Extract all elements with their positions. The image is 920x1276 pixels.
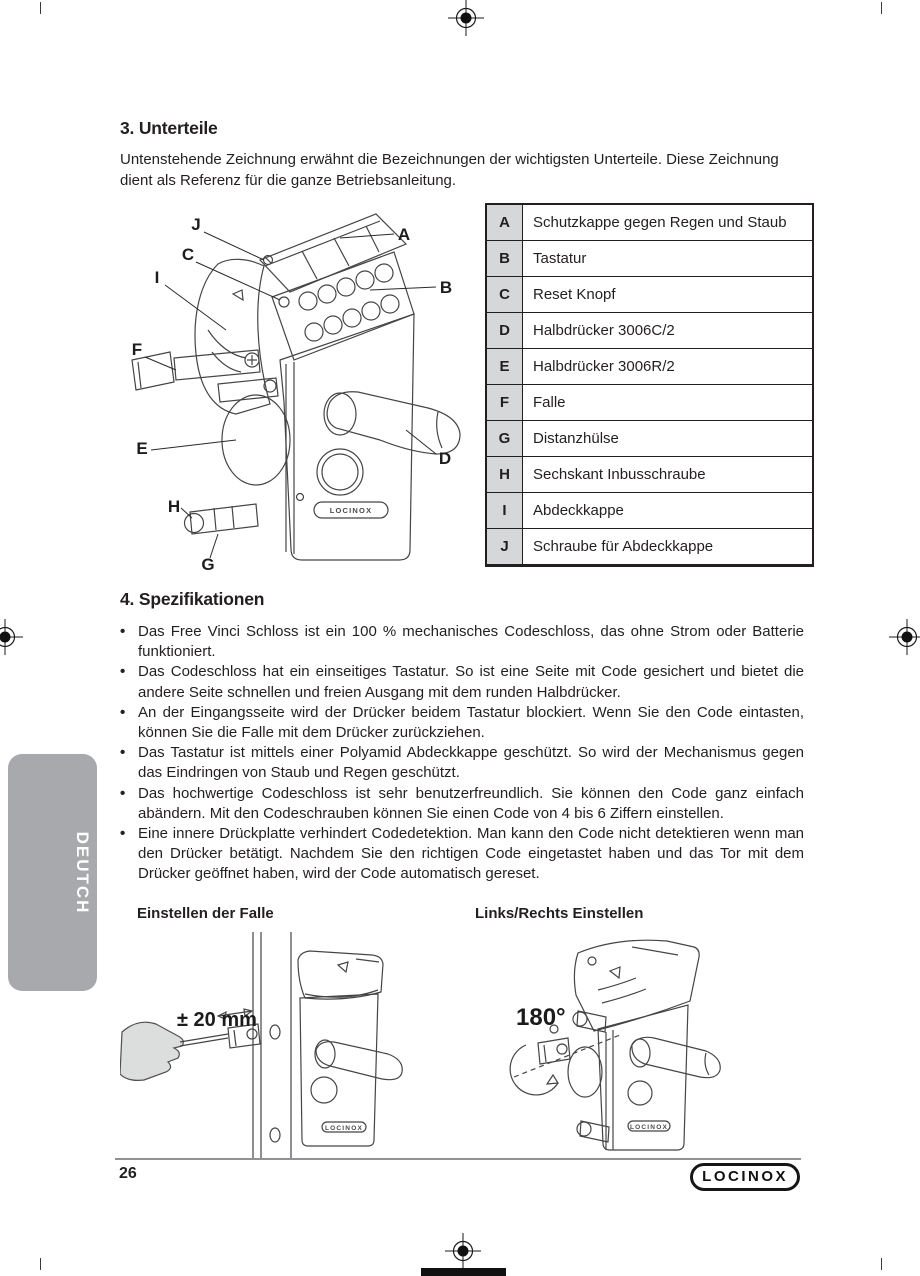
section-title-unterteile: 3. Unterteile <box>120 118 218 138</box>
bullet-dot: • <box>120 784 126 802</box>
bullet-text: Eine innere Drückplatte verhindert Coded… <box>138 825 804 883</box>
rain-cap-drawing <box>258 213 408 293</box>
callout-H: H <box>168 497 180 516</box>
callout-A: A <box>398 225 410 244</box>
section-title-spezifikationen: 4. Spezifikationen <box>120 589 265 609</box>
list-item: • Eine innere Drückplatte verhindert Code… <box>120 824 804 885</box>
registration-mark-left <box>0 619 23 655</box>
adjustment-arrow <box>216 1008 254 1020</box>
bullet-text: Das Tastatur ist mittels einer Polyamid … <box>138 744 804 782</box>
part-key: G <box>485 420 523 457</box>
part-label: Sechskant Inbusschraube <box>522 456 814 493</box>
part-key: A <box>485 203 523 241</box>
bullet-dot: • <box>120 663 126 681</box>
bullet-text: Das Codeschloss hat ein einseitiges Tast… <box>138 663 804 701</box>
callout-D: D <box>439 449 451 468</box>
part-label: Halbdrücker 3006R/2 <box>522 348 814 385</box>
lock-on-post-drawing <box>297 950 403 1147</box>
figure-title-right: Links/Rechts Einstellen <box>475 905 644 922</box>
lock-rear-drawing <box>567 939 721 1151</box>
part-key: E <box>485 348 523 385</box>
lock-body-drawing <box>221 313 461 561</box>
spacer-bolt-drawing <box>183 503 259 535</box>
hand-with-screwdriver-drawing <box>120 1021 261 1081</box>
part-key: B <box>485 240 523 277</box>
page-number: 26 <box>119 1165 137 1182</box>
list-item: • Das Tastatur ist mittels einer Polyamid… <box>120 743 804 783</box>
part-key: I <box>485 492 523 529</box>
diagram-leader-lines <box>144 231 437 559</box>
latch-assembly-drawing <box>131 349 279 403</box>
callout-F: F <box>132 340 142 359</box>
part-label: Schutzkappe gegen Regen und Staub <box>522 203 814 241</box>
locinox-logo: LOCINOX <box>690 1163 800 1191</box>
bullet-text: An der Eingangsseite wird der Drücker be… <box>138 703 804 742</box>
part-key: J <box>485 528 523 566</box>
registration-mark-right <box>889 619 920 655</box>
keypad-drawing <box>271 251 415 361</box>
annotation-180deg: 180° <box>516 1004 566 1031</box>
part-label: Reset Knopf <box>522 276 814 313</box>
list-item: • Das hochwertige Codeschloss ist sehr be… <box>120 784 804 824</box>
callout-G: G <box>201 555 214 574</box>
figure-latch-adjustment: LOCINOX ± 20 mm <box>120 932 403 1160</box>
part-label: Tastatur <box>522 240 814 277</box>
list-item: • Das Free Vinci Schloss ist ein 100 % me… <box>120 622 804 662</box>
bullet-dot: • <box>120 825 126 843</box>
lock-plate-logo: LOCINOX <box>330 506 373 515</box>
section-intro-text: Untenstehende Zeichnung erwähnt die Beze… <box>120 151 779 189</box>
lock-exploded-diagram: LOCINOX J C <box>131 213 461 574</box>
figure-left-right-setup: LOCINOX 180° <box>509 939 721 1151</box>
callout-B: B <box>440 278 452 297</box>
callout-E: E <box>136 439 147 458</box>
list-item: • Das Codeschloss hat ein einseitiges Tas… <box>120 662 804 702</box>
lock-plate-logo: LOCINOX <box>325 1125 363 1132</box>
registration-mark-top <box>448 0 484 36</box>
language-tab-deutsch: DEUTCH <box>8 754 97 991</box>
annotation-20mm: ± 20 mm <box>177 1009 257 1031</box>
spec-bullet-list: • Das Free Vinci Schloss ist ein 100 % me… <box>120 622 804 885</box>
part-label: Schraube für Abdeckkappe <box>522 528 814 566</box>
part-key: C <box>485 276 523 313</box>
callout-J: J <box>191 215 200 234</box>
callout-C: C <box>182 245 194 264</box>
bullet-dot: • <box>120 623 126 640</box>
part-label: Abdeckkappe <box>522 492 814 529</box>
lock-plate-logo: LOCINOX <box>630 1124 668 1131</box>
part-key: H <box>485 456 523 493</box>
bullet-text: Das Free Vinci Schloss ist ein 100 % mec… <box>138 623 804 661</box>
crop-tick-bottom-left <box>40 1258 41 1270</box>
part-label: Falle <box>522 384 814 421</box>
callout-I: I <box>155 268 160 287</box>
part-key: D <box>485 312 523 349</box>
footer-rule <box>115 1158 801 1160</box>
bullet-dot: • <box>120 744 126 762</box>
figure-title-left: Einstellen der Falle <box>137 905 274 922</box>
rotating-latch-drawing <box>509 1024 621 1096</box>
crop-tick-top-left <box>40 2 41 14</box>
bullet-dot: • <box>120 703 126 721</box>
part-label: Distanzhülse <box>522 420 814 457</box>
language-tab-label: DEUTCH <box>73 831 92 914</box>
registration-mark-bottom <box>445 1233 481 1269</box>
list-item: • An der Eingangsseite wird der Drücker b… <box>120 703 804 743</box>
part-label: Halbdrücker 3006C/2 <box>522 312 814 349</box>
crop-tick-bottom-right <box>881 1258 882 1270</box>
gate-post-drawing <box>252 932 292 1160</box>
part-key: F <box>485 384 523 421</box>
bullet-text: Das hochwertige Codeschloss ist sehr ben… <box>138 784 804 822</box>
print-color-bar <box>421 1268 506 1276</box>
crop-tick-top-right <box>881 2 882 14</box>
